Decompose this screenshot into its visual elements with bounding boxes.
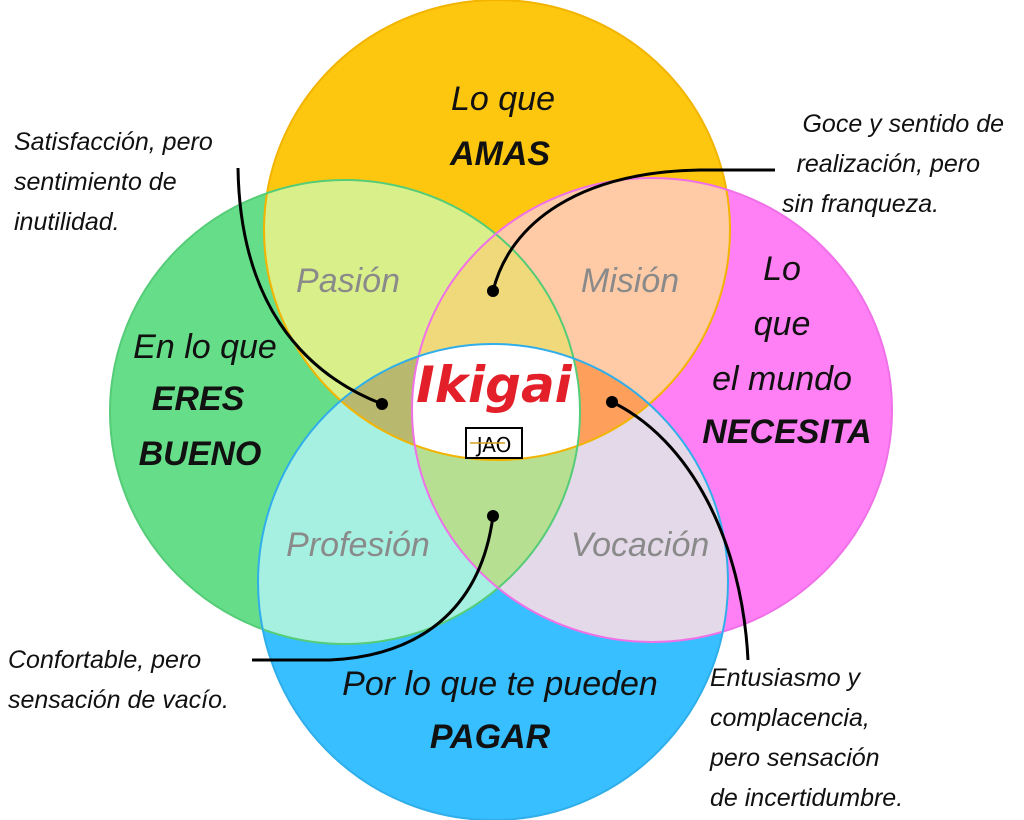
annotation-comfortable-1: Confortable, pero [8, 646, 201, 674]
jao-logo-text: JAO [475, 433, 512, 457]
dot-enthusiasm [606, 396, 618, 408]
dot-joy [487, 285, 499, 297]
leader-enthusiasm [611, 400, 750, 661]
world-label-4: NECESITA [702, 413, 871, 451]
jao-logo: JAO [465, 427, 523, 459]
annotation-enthusiasm-4: de incertidumbre. [710, 784, 903, 812]
good-label-2: ERES [152, 380, 245, 418]
annotation-enthusiasm-1: Entusiasmo y [710, 664, 862, 692]
annotation-joy-2: realización, pero [797, 150, 981, 178]
dot-comfortable [487, 510, 499, 522]
world-label-3: el mundo [712, 360, 852, 398]
leader-comfortable [252, 515, 495, 662]
good-label-3: BUENO [139, 435, 262, 473]
love-label-2: AMAS [449, 135, 550, 173]
annotation-joy-3: sin franqueza. [782, 190, 939, 218]
world-label-2: que [754, 305, 811, 343]
region-label-passion: Pasión [296, 262, 400, 300]
world-label-1: Lo [763, 250, 801, 288]
leader-joy [491, 168, 775, 292]
leader-satisfaction [236, 167, 383, 406]
region-label-profession: Profesión [286, 526, 430, 564]
annotation-satisfaction-3: inutilidad. [14, 208, 120, 236]
dot-satisfaction [376, 398, 388, 410]
love-label-1: Lo que [451, 80, 555, 118]
good-label-1: En lo que [133, 328, 277, 366]
paid-label-1: Por lo que te pueden [342, 665, 658, 703]
annotation-satisfaction-2: sentimiento de [14, 168, 177, 196]
annotation-comfortable-2: sensación de vacío. [8, 686, 229, 714]
region-label-vocation: Vocación [571, 526, 710, 564]
annotation-joy-1: Goce y sentido de [802, 110, 1004, 138]
annotation-enthusiasm-3: pero sensación [709, 744, 880, 772]
ikigai-title: Ikigai [416, 356, 573, 414]
region-label-mission: Misión [581, 262, 679, 300]
annotation-satisfaction-1: Satisfacción, pero [14, 128, 213, 156]
annotation-enthusiasm-2: complacencia, [710, 704, 870, 732]
paid-label-2: PAGAR [430, 718, 551, 756]
